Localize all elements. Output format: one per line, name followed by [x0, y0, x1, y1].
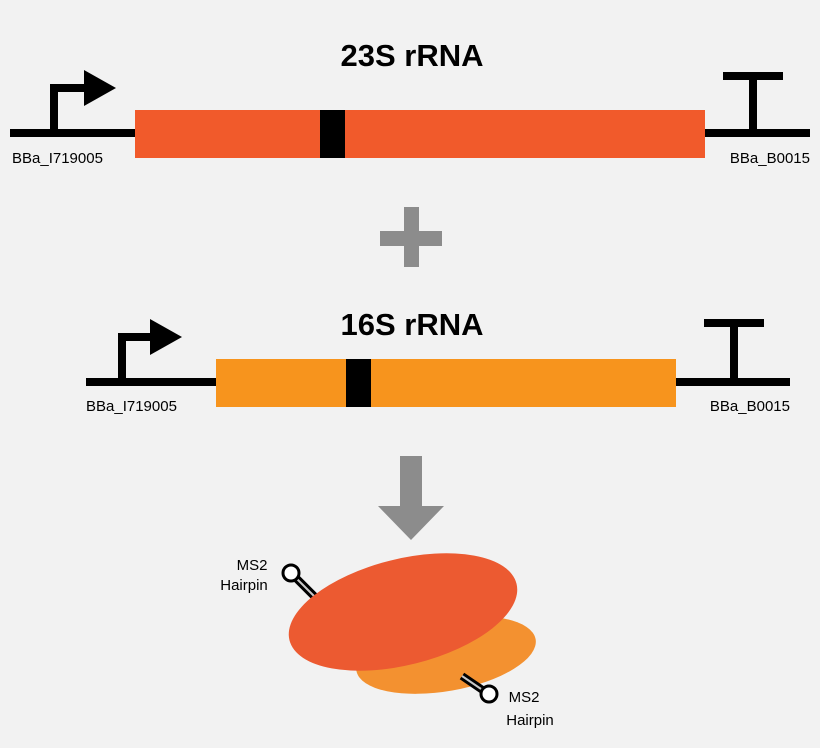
- promoter-label: BBa_I719005: [12, 150, 103, 167]
- ms2-hairpin-icon: [459, 672, 499, 704]
- hairpin-label-line2: Hairpin: [506, 712, 554, 729]
- ribosome-illustration: MS2 Hairpin MS2 Hairpin: [220, 553, 554, 729]
- hairpin-label-line1: MS2: [509, 689, 540, 706]
- hairpin-label-line2: Hairpin: [220, 577, 268, 594]
- large-subunit: [288, 553, 518, 671]
- gene-block: [216, 359, 676, 407]
- ms2-hairpin-icon: [281, 563, 321, 603]
- terminator-label: BBa_B0015: [730, 150, 810, 167]
- hairpin-label-line1: MS2: [237, 557, 268, 574]
- construct-16s: 16S rRNA BBa_I719005 BBa_B0015: [86, 307, 790, 415]
- promoter-label: BBa_I719005: [86, 398, 177, 415]
- terminator-label: BBa_B0015: [710, 398, 790, 415]
- construct-title: 16S rRNA: [341, 307, 484, 342]
- promoter-icon: [50, 70, 116, 133]
- terminator-icon: [723, 72, 783, 133]
- ms2-insert-marker: [346, 359, 371, 407]
- down-arrow-icon: [378, 456, 444, 540]
- terminator-icon: [704, 319, 764, 382]
- construct-23s: 23S rRNA BBa_I719005 BBa_B0015: [10, 38, 810, 167]
- ms2-insert-marker: [320, 110, 345, 158]
- construct-title: 23S rRNA: [341, 38, 484, 73]
- promoter-icon: [118, 319, 182, 382]
- gene-block: [135, 110, 705, 158]
- plus-icon: [380, 207, 442, 267]
